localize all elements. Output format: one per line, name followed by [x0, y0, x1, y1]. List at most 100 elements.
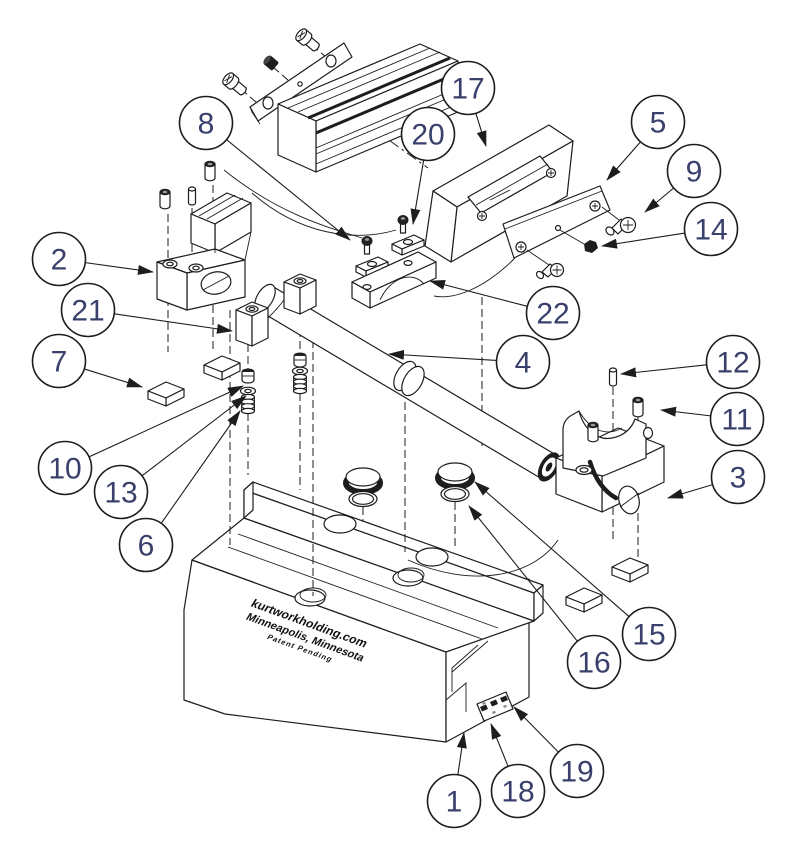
stationary-jaw-assembly	[220, 26, 459, 173]
scallop-notch-right	[415, 547, 449, 567]
balloon-number-4: 4	[515, 347, 532, 380]
serial-label-plate	[476, 691, 514, 722]
balloon-number-18: 18	[501, 776, 534, 809]
balloon-12: 12	[620, 334, 761, 390]
jaw-plate-stationary	[249, 42, 353, 125]
balloon-number-8: 8	[198, 108, 215, 141]
balloon-21: 21	[60, 282, 233, 338]
leader-line-17	[475, 113, 487, 147]
leader-line-9	[644, 187, 675, 213]
base-top-hole-left	[294, 587, 327, 607]
clamp-bore-hole	[200, 271, 232, 295]
key-block-left-rear	[203, 355, 241, 381]
balloon-number-22: 22	[536, 298, 569, 331]
balloon-number-1: 1	[446, 786, 463, 819]
dowel-pin-12	[608, 367, 618, 387]
balloon-14: 14	[601, 201, 739, 257]
balloon-number-6: 6	[138, 530, 155, 563]
jaw-set-screw	[263, 55, 279, 71]
leader-line-20	[410, 160, 425, 225]
balloon-13: 13	[93, 395, 247, 520]
bracket-screw-right	[397, 214, 409, 234]
balloon-16: 16	[468, 505, 622, 690]
balloon-number-2: 2	[51, 244, 68, 277]
bracket-bore-hole	[618, 485, 640, 515]
balloon-2: 2	[31, 231, 154, 287]
balloon-number-12: 12	[716, 347, 749, 380]
knob-right	[438, 463, 472, 487]
leader-line-13	[141, 395, 247, 477]
leader-line-15	[474, 481, 630, 617]
clamp-block-front	[235, 299, 285, 347]
balloon-circle-19	[549, 743, 605, 799]
balloon-number-7: 7	[51, 346, 68, 379]
balloon-8: 8	[178, 95, 351, 241]
leader-line-21	[114, 313, 233, 334]
balloon-number-17: 17	[451, 73, 484, 106]
leader-line-4	[388, 349, 497, 361]
balloon-22: 22	[429, 279, 581, 341]
leader-line-22	[429, 279, 528, 307]
base-body: kurtworkholding.com Minneapolis, Minneso…	[183, 481, 544, 743]
leader-line-16	[468, 505, 578, 642]
socket-screw-11	[632, 396, 644, 418]
leader-line-11	[660, 406, 711, 417]
hex-nut-14	[584, 240, 598, 253]
clamp-bracket-assembly	[351, 214, 437, 309]
balloon-17: 17	[440, 60, 496, 147]
balloon-circle-10	[37, 440, 93, 496]
balloon-20: 20	[400, 106, 456, 225]
button-screw-lower	[526, 249, 565, 280]
balloon-circle-8	[178, 95, 234, 151]
oring-left	[348, 490, 378, 508]
dowel-pin-center	[187, 186, 197, 206]
key-block-right-rear	[611, 557, 649, 583]
balloon-circle-9	[666, 143, 722, 199]
socket-screw-bracket	[587, 421, 599, 443]
balloon-3: 3	[667, 449, 766, 505]
socket-screw-left	[159, 188, 171, 210]
balloon-9: 9	[644, 143, 722, 213]
balloon-number-9: 9	[686, 156, 703, 189]
balloon-circle-15	[621, 606, 677, 662]
balloon-circle-1	[426, 773, 482, 829]
key-block-right-front	[565, 587, 603, 613]
oring-right	[440, 485, 470, 503]
rod-clamp-blocks	[235, 273, 317, 347]
balloon-number-16: 16	[577, 647, 610, 680]
jaw-pivot-hole-left	[476, 210, 488, 222]
movable-jaw-plate-assembly	[502, 185, 637, 280]
balloon-circle-20	[400, 106, 456, 162]
balloon-6: 6	[118, 410, 241, 573]
balloon-number-21: 21	[71, 295, 104, 328]
balloon-circle-16	[566, 634, 622, 690]
balloon-circle-4	[495, 334, 551, 390]
balloon-number-15: 15	[632, 619, 665, 652]
stationary-jaw-block	[277, 43, 459, 173]
jaw-screw-left	[220, 70, 250, 99]
base-top-hole-right	[392, 567, 425, 587]
balloon-circle-11	[709, 391, 765, 447]
balloon-circle-18	[490, 763, 546, 819]
scallop-notch-left	[323, 514, 357, 534]
balloon-circle-17	[440, 60, 496, 116]
balloon-19: 19	[513, 706, 605, 799]
leader-line-3	[667, 484, 713, 499]
balloon-number-13: 13	[104, 477, 137, 510]
stationary-clamp-block	[156, 192, 252, 311]
spring-stack-right	[291, 352, 309, 395]
balloon-7: 7	[31, 333, 143, 389]
balloon-11: 11	[660, 391, 765, 447]
movable-jaw-block	[424, 124, 574, 263]
leader-line-10	[88, 385, 244, 458]
balloon-circle-2	[31, 231, 87, 287]
balloon-number-14: 14	[694, 214, 727, 247]
bracket-screw-left	[361, 235, 373, 255]
clamp-block-rear	[283, 273, 317, 315]
balloon-circle-5	[630, 94, 686, 150]
balloon-circle-6	[118, 517, 174, 573]
balloon-circle-12	[705, 334, 761, 390]
leader-line-7	[84, 368, 143, 388]
